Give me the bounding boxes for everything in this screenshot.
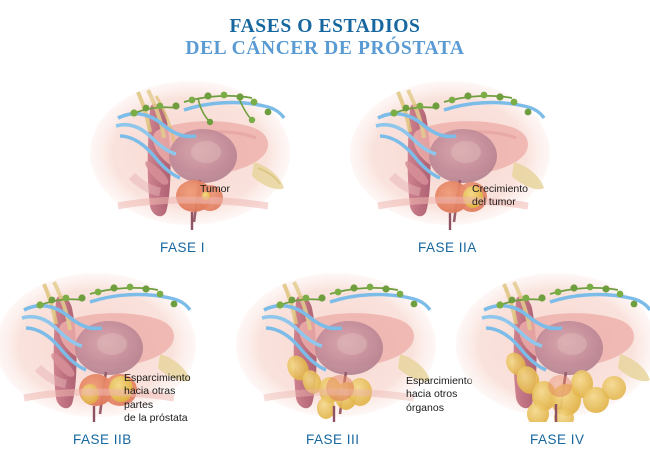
- bladder-shape: [429, 129, 497, 183]
- vessel-bundle: [405, 161, 429, 185]
- stage-label-fase-i: FASE I: [160, 240, 206, 255]
- duct-yellow-b: [512, 281, 532, 331]
- lymph-node-chain: [36, 283, 178, 309]
- vessel-top-arc: [89, 292, 192, 311]
- callout-fase-iib: Esparcimiento hacia otras partes de la p…: [124, 372, 191, 425]
- stage-panel-fase-i: Tumor FASE I: [88, 80, 293, 260]
- duct-yellow-b: [52, 281, 72, 331]
- bladder-highlight: [191, 141, 221, 163]
- vessel-bundle: [51, 353, 75, 377]
- duct-structure-right: [618, 354, 650, 382]
- bladder-highlight: [97, 333, 127, 355]
- stage-label-fase-iii: FASE III: [306, 432, 360, 447]
- lymph-node-chain: [130, 91, 272, 126]
- anatomy-illustration-fase-iia: [350, 81, 550, 230]
- stage-panel-fase-iia: Crecimiento del tumor FASE IIA: [348, 80, 553, 260]
- stage-label-fase-iib: FASE IIB: [73, 432, 132, 447]
- duct-yellow-a: [282, 283, 298, 325]
- duct-yellow-b: [406, 89, 426, 139]
- pelvic-floor: [377, 196, 529, 210]
- stage-label-fase-iia: FASE IIA: [418, 240, 477, 255]
- duct-yellow-a: [502, 283, 518, 325]
- duct-yellow-a: [396, 91, 412, 133]
- pelvic-floor: [263, 388, 415, 402]
- vessel-top-arc: [443, 100, 546, 119]
- vessel-lower: [485, 326, 547, 372]
- prostate-shape: [548, 375, 572, 397]
- tissue-band: [388, 172, 422, 197]
- pelvic-floor: [117, 196, 269, 210]
- bladder-highlight: [337, 333, 367, 355]
- vessel-bundle: [145, 161, 169, 185]
- duct-structure-right: [512, 162, 544, 190]
- tissue-band: [34, 364, 68, 389]
- title-line-secondary: DEL CÁNCER DE PRÓSTATA: [185, 38, 465, 60]
- callout-fase-i: Tumor: [200, 183, 230, 195]
- vessel-lower: [379, 134, 441, 180]
- lymph-node-chain: [390, 91, 532, 117]
- prostate-shape: [326, 375, 354, 401]
- duct-yellow-a: [42, 283, 58, 325]
- page-title: FASES O ESTADIOS DEL CÁNCER DE PRÓSTATA: [0, 16, 650, 59]
- duct-yellow-c: [154, 95, 176, 143]
- anatomy-illustration-fase-iv: [456, 273, 650, 422]
- vessel-mid: [481, 314, 543, 348]
- vessel-mid: [115, 122, 177, 156]
- vessel-mid: [261, 314, 323, 348]
- duct-structure-right: [398, 354, 430, 382]
- vessel-lower: [265, 326, 327, 372]
- vessel-lower: [119, 134, 181, 180]
- duct-line: [257, 167, 281, 185]
- duct-structure-right: [158, 354, 190, 382]
- vessel-top-arc: [183, 100, 286, 119]
- vessel-mid: [21, 314, 83, 348]
- callout-fase-iii: Esparcimiento hacia otros órganos: [406, 375, 473, 414]
- anatomy-illustration-fase-iii: [236, 273, 436, 422]
- stage-panel-fase-iib: Esparcimiento hacia otras partes de la p…: [0, 272, 199, 452]
- vessel-top-arc: [549, 292, 650, 311]
- stage-panel-fase-iv: FASE IV: [454, 272, 650, 452]
- duct-yellow-b: [292, 281, 312, 331]
- bladder-shape: [535, 321, 603, 375]
- stage-panel-fase-iii: Esparcimiento hacia otros órganos FASE I…: [234, 272, 473, 452]
- bladder-highlight: [557, 333, 587, 355]
- stage-label-fase-iv: FASE IV: [530, 432, 585, 447]
- duct-yellow-b: [146, 89, 166, 139]
- lymph-node-chain: [496, 283, 638, 309]
- tissue-band: [128, 172, 162, 197]
- bladder-shape: [169, 129, 237, 183]
- bladder-shape: [315, 321, 383, 375]
- duct-yellow-a: [136, 91, 152, 133]
- bladder-highlight: [451, 141, 481, 163]
- title-line-primary: FASES O ESTADIOS: [229, 16, 421, 37]
- vessel-top-arc: [329, 292, 432, 311]
- pelvic-floor: [23, 388, 175, 402]
- callout-fase-iia: Crecimiento del tumor: [472, 183, 529, 209]
- anatomy-illustration-fase-iib: [0, 273, 196, 422]
- bladder-shape: [75, 321, 143, 375]
- vessel-mid: [375, 122, 437, 156]
- lymph-node-chain: [276, 283, 418, 309]
- anatomy-illustration-fase-i: [90, 81, 290, 230]
- vessel-lower: [25, 326, 87, 372]
